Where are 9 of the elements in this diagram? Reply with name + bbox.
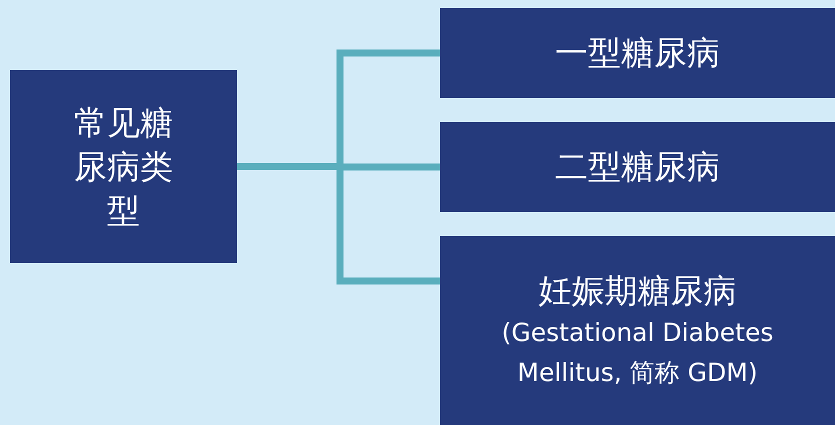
type-box	[440, 8, 835, 98]
title-text: 二型糖尿病	[555, 146, 720, 188]
subtitle-text: (Gestational Diabetes Mellitus, 简称 GDM)	[500, 316, 774, 388]
category-box	[10, 70, 237, 263]
type-box	[440, 122, 835, 212]
title-text: 妊娠期糖尿病	[538, 270, 736, 312]
title-text: 常见糖尿病类型	[73, 102, 174, 232]
type-box	[440, 236, 835, 425]
title-text: 一型糖尿病	[555, 32, 720, 74]
